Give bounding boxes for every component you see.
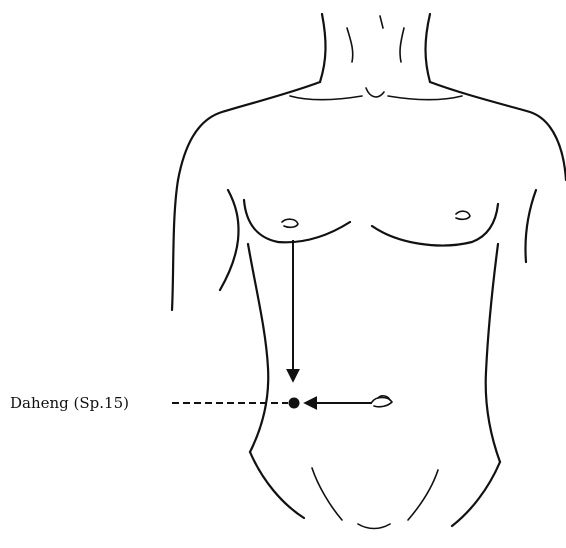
abdomen-outline bbox=[248, 244, 500, 529]
point-label: Daheng (Sp.15) bbox=[10, 394, 129, 412]
torso-outline bbox=[172, 82, 566, 310]
chest-outline bbox=[244, 200, 498, 245]
acupoint-marker bbox=[289, 398, 300, 409]
neck-outline bbox=[320, 14, 430, 82]
